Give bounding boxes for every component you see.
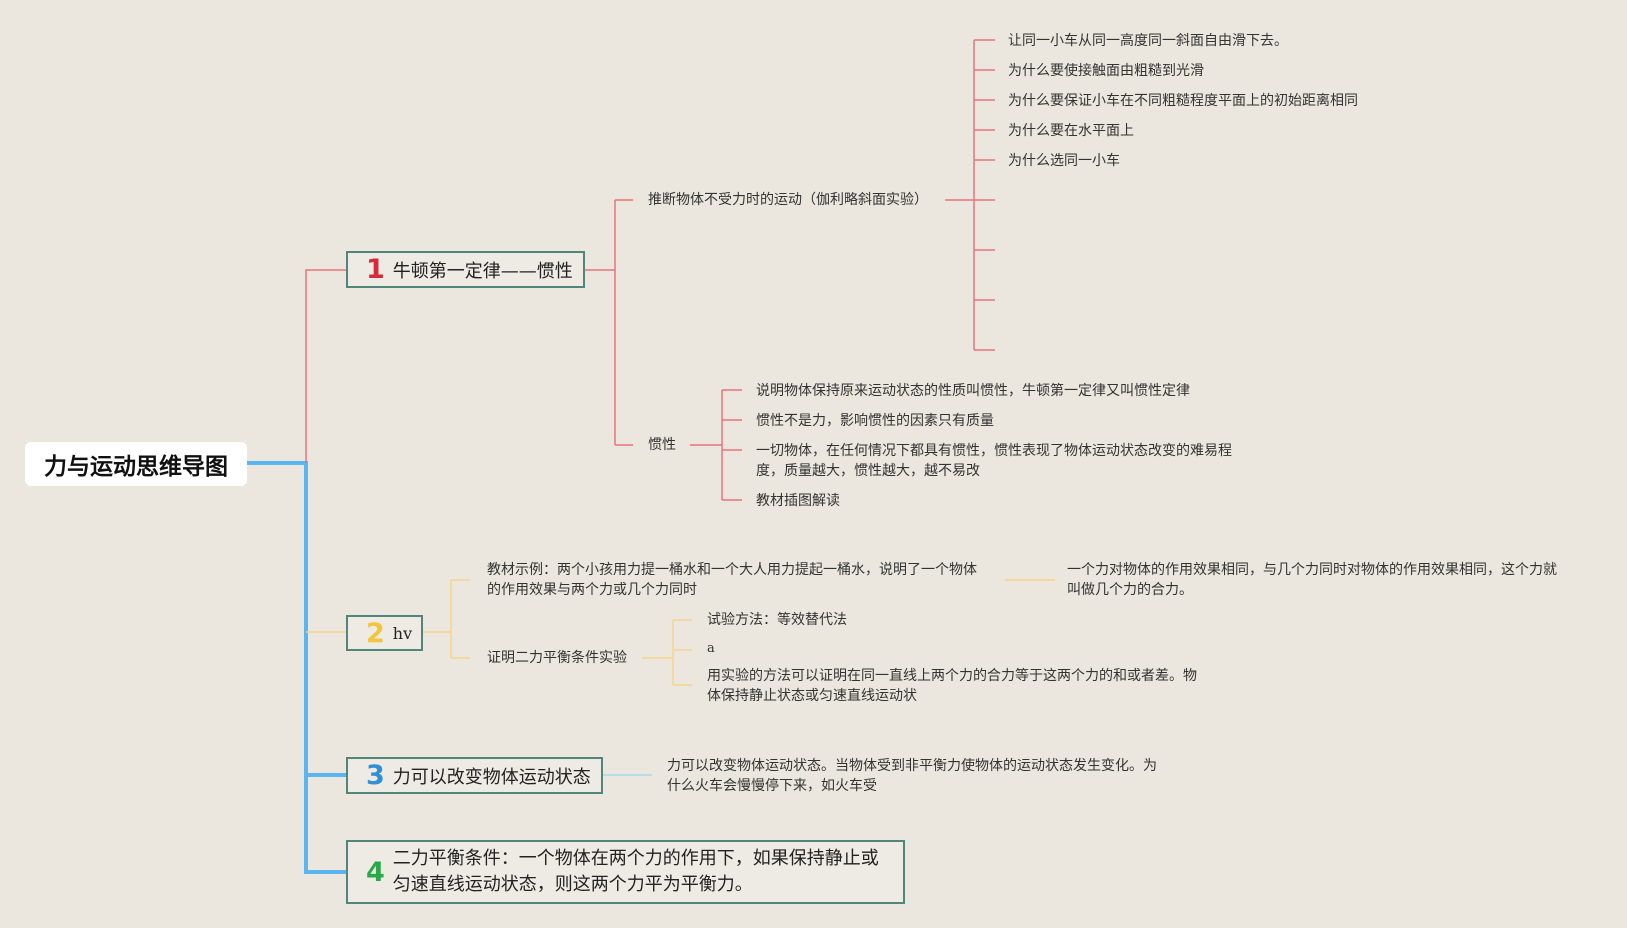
branch-node-3[interactable]: 3 力可以改变物体运动状态 (346, 757, 603, 794)
branch2-lines (306, 579, 1055, 686)
proof-item[interactable]: 用实验的方法可以证明在同一直线上两个力的合力等于这两个力的和或者差。物体保持静止… (707, 668, 1197, 704)
root-title: 力与运动思维导图 (44, 454, 228, 480)
galileo-item[interactable]: 为什么要使接触面由粗糙到光滑 (1008, 63, 1204, 79)
root-node[interactable]: 力与运动思维导图 (25, 442, 247, 486)
motion-state-detail[interactable]: 力可以改变物体运动状态。当物体受到非平衡力使物体的运动状态发生变化。为什么火车会… (667, 758, 1157, 794)
trunk-lines (247, 461, 346, 874)
inertia-item[interactable]: 惯性不是力，影响惯性的因素只有质量 (756, 413, 994, 429)
branch-label-4: 二力平衡条件：一个物体在两个力的作用下，如果保持静止或匀速直线运动状态，则这两个… (392, 848, 879, 895)
branch-number-2: 2 (366, 617, 385, 649)
textbook-example-node[interactable]: 教材示例：两个小孩用力提一桶水和一个大人用力提起一桶水，说明了一个物体的作用效果… (487, 562, 977, 598)
branch-label-1: 牛顿第一定律——惯性 (392, 260, 573, 282)
branch-number-3: 3 (366, 760, 385, 791)
branch-label-2: hv (392, 623, 413, 643)
galileo-item[interactable]: 为什么要在水平面上 (1008, 123, 1134, 139)
resultant-force-definition[interactable]: 一个力对物体的作用效果相同，与几个力同时对物体的作用效果相同，这个力就叫做几个力… (1067, 562, 1557, 598)
branch-label-3: 力可以改变物体运动状态 (392, 766, 591, 788)
proof-item[interactable]: a (707, 641, 715, 656)
inertia-node[interactable]: 惯性 (648, 437, 676, 453)
galileo-item[interactable]: 为什么选同一小车 (1008, 153, 1120, 169)
branch-number-1: 1 (366, 254, 385, 285)
inertia-item[interactable]: 说明物体保持原来运动状态的性质叫惯性，牛顿第一定律又叫惯性定律 (756, 383, 1190, 399)
galileo-item[interactable]: 让同一小车从同一高度同一斜面自由滑下去。 (1008, 33, 1288, 49)
branch-node-1[interactable]: 1 牛顿第一定律——惯性 (346, 251, 585, 288)
branch1-lines (305, 39, 995, 501)
inertia-item[interactable]: 一切物体，在任何情况下都具有惯性，惯性表现了物体运动状态改变的难易程度，质量越大… (756, 443, 1232, 479)
branch-node-4[interactable]: 4 二力平衡条件：一个物体在两个力的作用下，如果保持静止或匀速直线运动状态，则这… (346, 840, 905, 904)
proof-item[interactable]: 试验方法：等效替代法 (707, 612, 847, 628)
proof-experiment-node[interactable]: 证明二力平衡条件实验 (487, 650, 627, 666)
branch-number-4: 4 (366, 856, 385, 888)
branch-node-2[interactable]: 2 hv (346, 615, 423, 651)
galileo-experiment-node[interactable]: 推断物体不受力时的运动（伽利略斜面实验） (648, 192, 928, 208)
inertia-item[interactable]: 教材插图解读 (756, 493, 840, 509)
galileo-item[interactable]: 为什么要保证小车在不同粗糙程度平面上的初始距离相同 (1008, 93, 1358, 109)
